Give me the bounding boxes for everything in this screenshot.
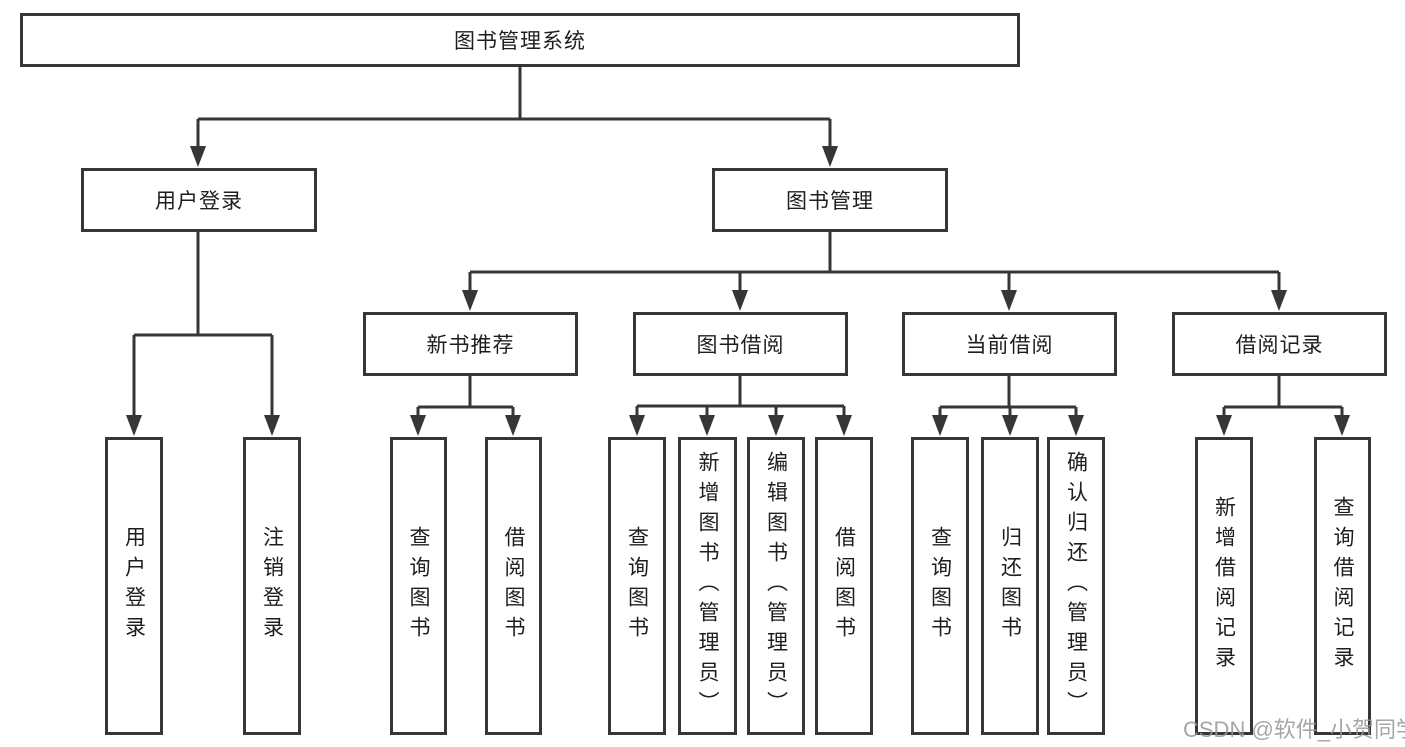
node-user-login-label: 用户登录 xyxy=(155,190,243,213)
leaf-confirm-return-admin: 确认归还（管理员） xyxy=(1047,437,1105,735)
leaf-query-books-borrow: 查询图书 xyxy=(608,437,666,735)
node-new-book-recommend-label: 新书推荐 xyxy=(426,334,515,357)
leaf-user-login-label: 用户登录 xyxy=(122,526,146,646)
leaf-confirm-return-admin-label: 确认归还（管理员） xyxy=(1064,451,1088,721)
leaf-logout-label: 注销登录 xyxy=(260,526,284,646)
leaf-edit-book-admin: 编辑图书（管理员） xyxy=(747,437,805,735)
leaf-add-book-admin-label: 新增图书（管理员） xyxy=(696,451,719,721)
node-user-login: 用户登录 xyxy=(81,168,317,232)
leaf-user-login: 用户登录 xyxy=(105,437,163,735)
leaf-query-books-current-label: 查询图书 xyxy=(928,526,952,646)
node-current-borrow: 当前借阅 xyxy=(902,312,1117,376)
leaf-borrow-books-recommend: 借阅图书 xyxy=(485,437,542,735)
leaf-query-books-current: 查询图书 xyxy=(911,437,969,735)
node-book-borrow-label: 图书借阅 xyxy=(696,334,785,357)
leaf-borrow-books: 借阅图书 xyxy=(815,437,873,735)
node-borrow-records: 借阅记录 xyxy=(1172,312,1387,376)
node-root-label: 图书管理系统 xyxy=(454,30,586,53)
leaf-query-borrow-record: 查询借阅记录 xyxy=(1314,437,1371,735)
leaf-return-books-label: 归还图书 xyxy=(998,526,1022,646)
leaf-add-borrow-record-label: 新增借阅记录 xyxy=(1212,496,1236,676)
leaf-borrow-books-recommend-label: 借阅图书 xyxy=(502,526,525,646)
leaf-query-books-recommend: 查询图书 xyxy=(390,437,447,735)
leaf-borrow-books-label: 借阅图书 xyxy=(832,526,856,646)
leaf-edit-book-admin-label: 编辑图书（管理员） xyxy=(764,451,788,721)
node-current-borrow-label: 当前借阅 xyxy=(965,334,1054,357)
node-book-management: 图书管理 xyxy=(712,168,948,232)
leaf-add-borrow-record: 新增借阅记录 xyxy=(1195,437,1253,735)
leaf-query-books-borrow-label: 查询图书 xyxy=(625,526,649,646)
node-book-borrow: 图书借阅 xyxy=(633,312,848,376)
leaf-query-borrow-record-label: 查询借阅记录 xyxy=(1331,496,1354,676)
leaf-query-books-recommend-label: 查询图书 xyxy=(407,526,430,646)
node-new-book-recommend: 新书推荐 xyxy=(363,312,578,376)
csdn-watermark: CSDN @软件_小贺同学 xyxy=(1183,717,1405,742)
node-borrow-records-label: 借阅记录 xyxy=(1235,334,1324,357)
node-root: 图书管理系统 xyxy=(20,13,1020,67)
leaf-return-books: 归还图书 xyxy=(981,437,1039,735)
leaf-add-book-admin: 新增图书（管理员） xyxy=(678,437,737,735)
leaf-logout: 注销登录 xyxy=(243,437,301,735)
node-book-management-label: 图书管理 xyxy=(786,190,874,213)
